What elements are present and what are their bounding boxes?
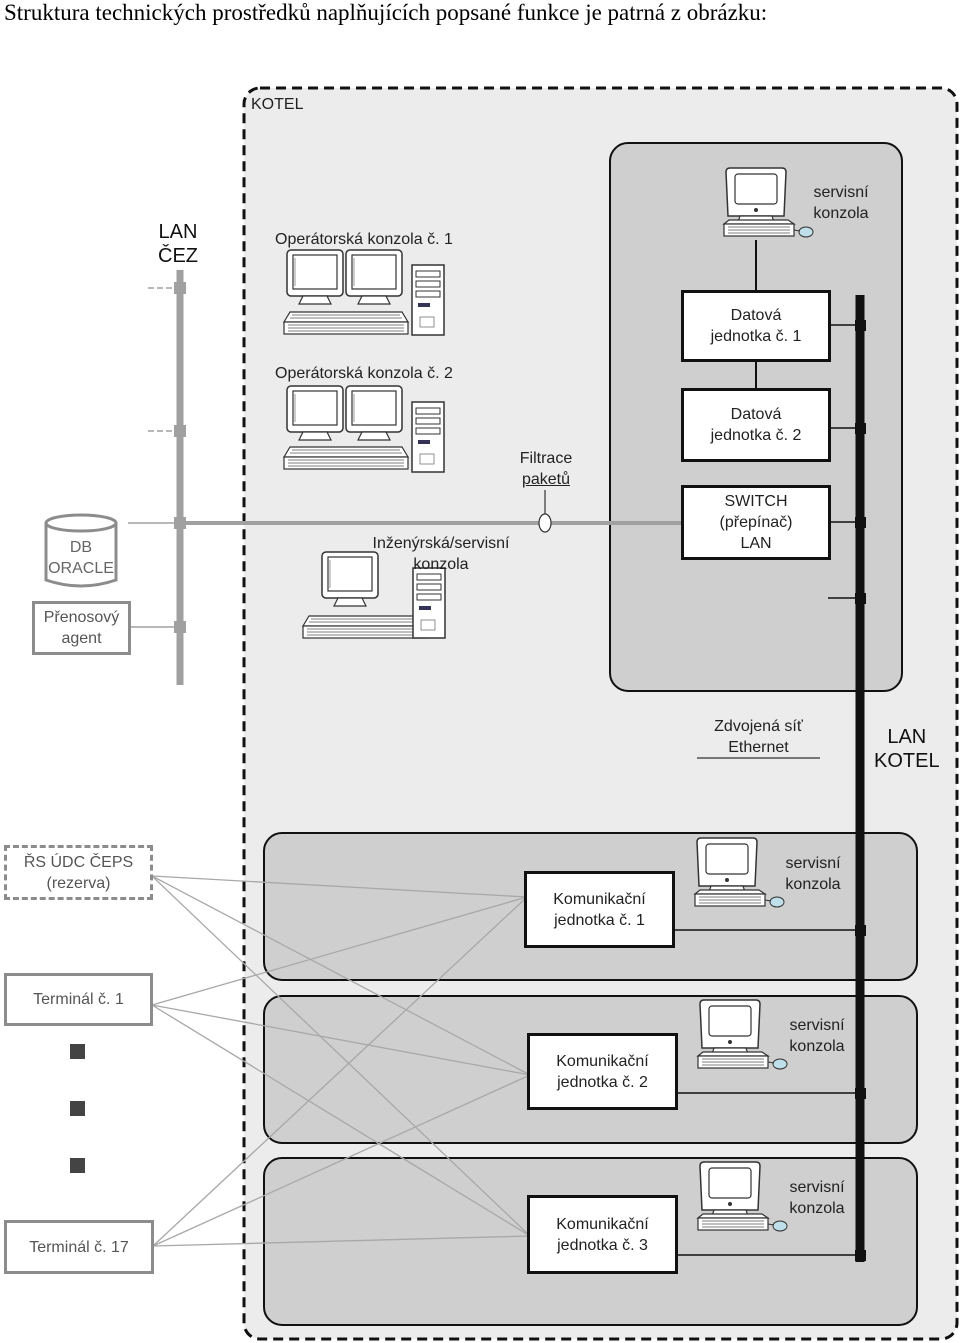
rs-udc-box: ŘS ÚDC ČEPS(rezerva) [4, 845, 153, 900]
operator-console-2-label: Operátorská konzola č. 2 [275, 365, 453, 382]
terminal-17-box: Terminál č. 17 [4, 1220, 154, 1274]
terminal-1-box: Terminál č. 1 [4, 973, 153, 1026]
serial-links [151, 875, 531, 1247]
operator-console-1-label: Operátorská konzola č. 1 [275, 231, 453, 248]
database-icon [44, 513, 118, 588]
kotel-label: KOTEL [251, 96, 304, 113]
filter-icon [538, 513, 552, 533]
switch-box: SWITCH(přepínač)LAN [681, 485, 831, 560]
lan-cez-bus [128, 270, 690, 685]
page-heading: Struktura technických prostředků naplňuj… [4, 0, 768, 25]
